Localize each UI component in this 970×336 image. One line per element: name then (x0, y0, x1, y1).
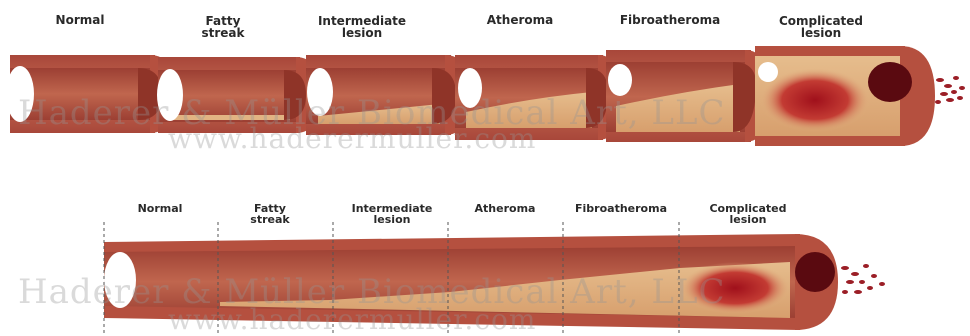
top-embolus-particles (935, 76, 965, 104)
top-segment-atheroma (455, 55, 622, 140)
bottom-embolus-particles (841, 264, 885, 294)
top-segment-fibroatheroma (606, 50, 770, 142)
top-segment-normal (6, 55, 175, 133)
bottom-artery-continuous (104, 234, 838, 330)
top-segment-complicated-lesion (755, 46, 935, 146)
top-segment-fatty-streak (157, 57, 320, 133)
top-segment-intermediate-lesion (306, 55, 470, 135)
